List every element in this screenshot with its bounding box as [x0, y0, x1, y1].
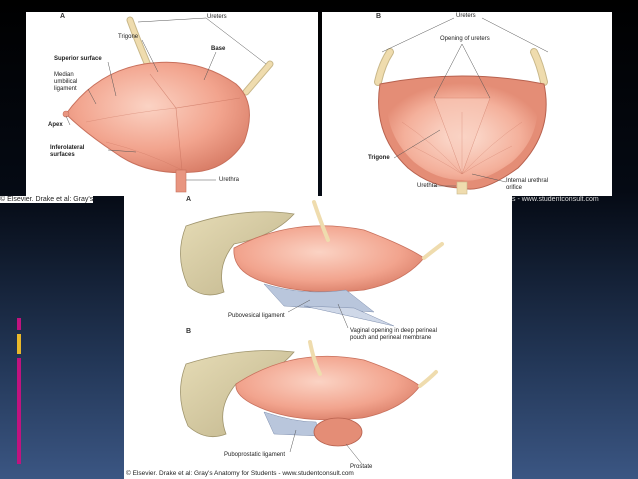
label-urethra: Urethra — [219, 177, 240, 183]
ureter — [422, 242, 444, 260]
ureter — [418, 370, 438, 388]
bladder-body — [65, 61, 250, 174]
figure-panel-b: B Ureters Opening of ureters Trigone Ure… — [322, 12, 612, 196]
pubic-bone — [180, 211, 295, 296]
accent-bar-magenta-long — [17, 358, 21, 464]
label-median-umbilical-ligament: Median umbilical ligament — [54, 72, 78, 92]
label-internal-urethral-orifice: Internal urethral orifice — [506, 178, 549, 191]
prostate-shape — [313, 417, 363, 447]
label-inferolateral-surfaces: Inferolateral surfaces — [50, 145, 85, 158]
credit-panel-b: s - www.studentconsult.com — [512, 196, 599, 203]
bladder-external-illustration — [62, 16, 274, 193]
accent-bar-yellow — [17, 334, 21, 354]
urethra — [175, 169, 187, 193]
figure-panel-ligaments: A B Pubovesical ligament Vaginal opening… — [124, 196, 512, 479]
bladder-body — [235, 355, 421, 421]
bladder-ligaments-illustration — [180, 200, 444, 465]
label-prostate: Prostate — [350, 464, 373, 470]
bladder-body — [233, 225, 425, 293]
label-vaginal-opening: Vaginal opening in deep perineal pouch a… — [350, 328, 437, 341]
figure-panel-a: A Ureters Trigone Base Superior surface … — [26, 12, 318, 196]
panel-b-letter: B — [376, 13, 382, 20]
label-trigone: Trigone — [368, 155, 390, 161]
bladder-interior-illustration — [374, 17, 549, 195]
label-apex: Apex — [48, 122, 63, 128]
accent-bar-magenta-top — [17, 318, 21, 330]
label-ureters: Ureters — [456, 13, 476, 19]
figure-female-pelvis — [180, 200, 444, 327]
panel-bottom-letter-a: A — [186, 196, 192, 203]
pubovesical-ligament-shape — [263, 283, 375, 313]
credit-panel-a: © Elsevier. Drake et al: Gray's — [0, 196, 94, 203]
panel-bottom-letter-b: B — [186, 328, 192, 335]
label-base: Base — [211, 46, 226, 52]
median-umbilical-ligament — [308, 340, 322, 376]
median-umbilical-ligament — [312, 200, 330, 242]
credit-panel-bottom: © Elsevier. Drake et al: Gray's Anatomy … — [126, 470, 354, 477]
label-superior-surface: Superior surface — [54, 56, 102, 62]
label-trigone: Trigone — [118, 34, 139, 40]
urethra — [456, 181, 468, 195]
label-opening-of-ureters: Opening of ureters — [440, 36, 490, 42]
label-pubovesical-ligament: Pubovesical ligament — [228, 313, 285, 319]
label-ureters: Ureters — [207, 14, 227, 20]
label-urethra: Urethra — [417, 183, 438, 189]
panel-a-letter: A — [60, 13, 66, 20]
label-puboprostatic-ligament: Puboprostatic ligament — [224, 452, 286, 458]
bladder-apex — [62, 110, 70, 118]
figure-male-pelvis — [180, 340, 438, 447]
